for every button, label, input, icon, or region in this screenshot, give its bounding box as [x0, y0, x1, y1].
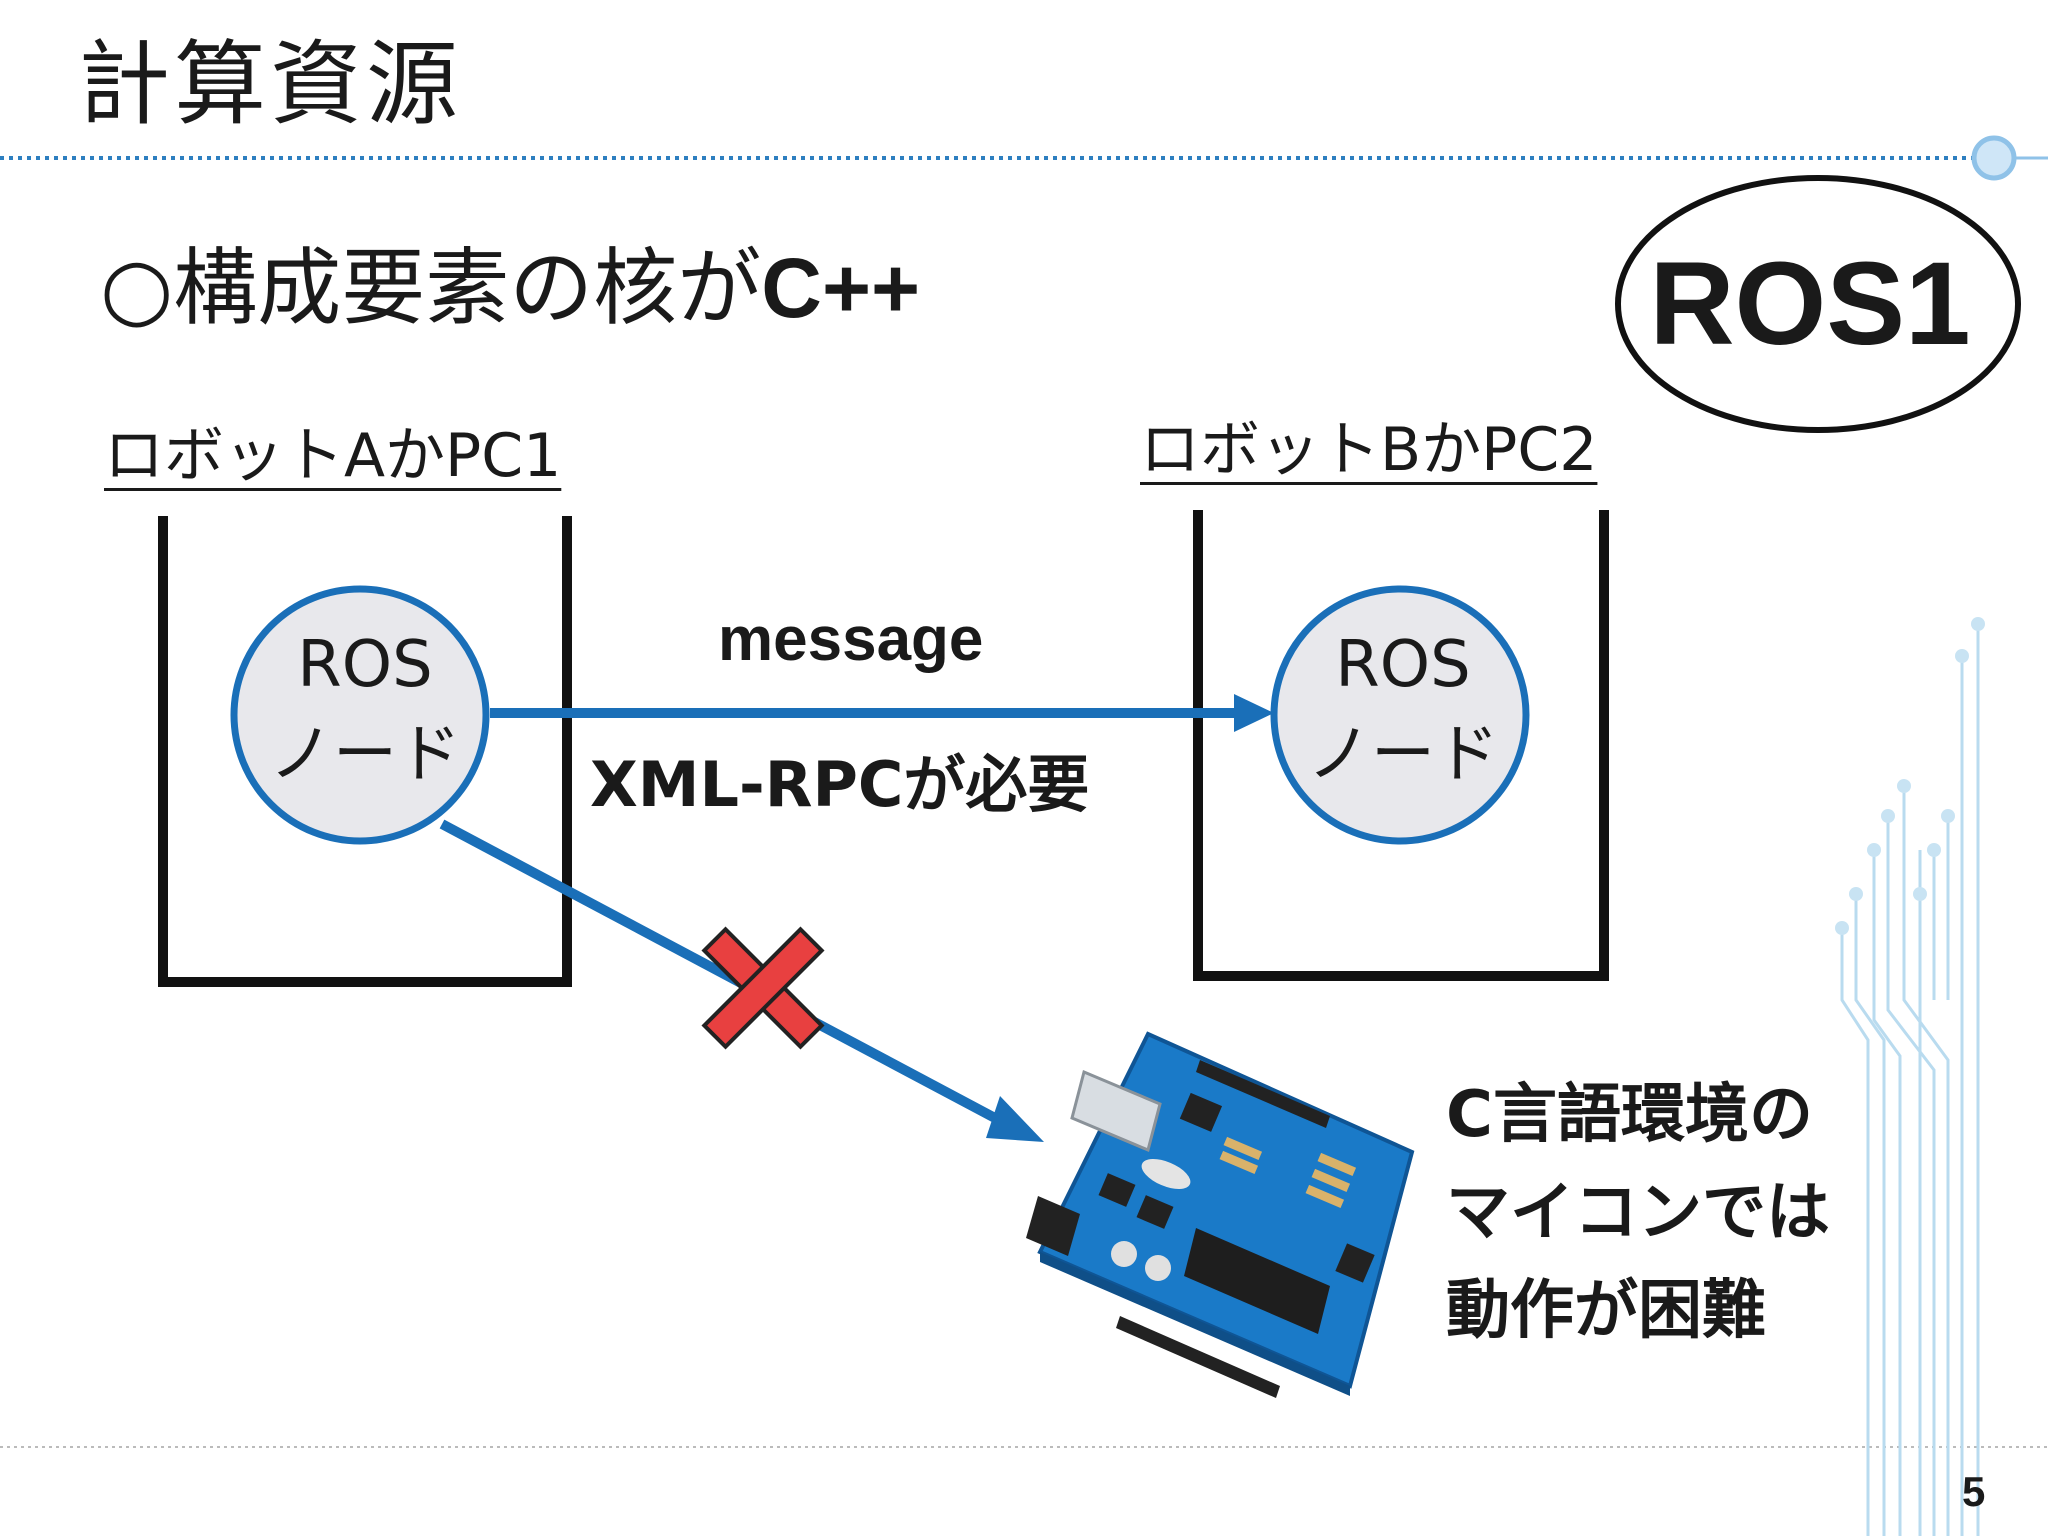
bullet-line: ○構成要素の核がC++ [100, 238, 920, 338]
machine-b-label: ロボットBかPC2 [1140, 415, 1598, 485]
message-label: message [718, 605, 984, 674]
cross-mark-icon [701, 926, 825, 1050]
node-b-line1: ROS [1335, 628, 1471, 702]
note-line-3: 動作が困難 [1446, 1274, 1766, 1348]
microcontroller-board-icon [1026, 1031, 1415, 1398]
node-a-line2: ノード [269, 718, 461, 792]
bullet-prefix: ○構成要素の核が [100, 239, 762, 337]
node-a-line1: ROS [297, 628, 433, 702]
ros-node-a-circle [230, 585, 490, 845]
machine-b-container [1193, 510, 1609, 981]
ros-node-b-circle [1270, 585, 1530, 845]
node-b-line2: ノード [1307, 718, 1499, 792]
bullet-emphasis: C++ [761, 241, 921, 335]
xmlrpc-label: XML-RPCが必要 [590, 748, 1090, 821]
note-line-1: C言語環境の [1446, 1078, 1813, 1152]
header-circle-icon [1971, 135, 2017, 181]
page-number: 5 [1962, 1468, 1986, 1515]
page-title: 計算資源 [78, 31, 463, 138]
ros1-badge: ROS1 [1649, 238, 1971, 370]
machine-a-container [158, 516, 572, 987]
ros-node-b-label: ROS ノード [1278, 620, 1528, 800]
ros-node-a-label: ROS ノード [240, 620, 490, 800]
note-line-2: マイコンでは [1446, 1176, 1830, 1250]
circuit-decoration-icon [1840, 624, 1980, 1536]
ros1-badge-ellipse [1615, 175, 2021, 433]
machine-a-label: ロボットAかPC1 [104, 421, 562, 491]
microcontroller-note: C言語環境の マイコンでは 動作が困難 [1446, 1066, 1830, 1360]
